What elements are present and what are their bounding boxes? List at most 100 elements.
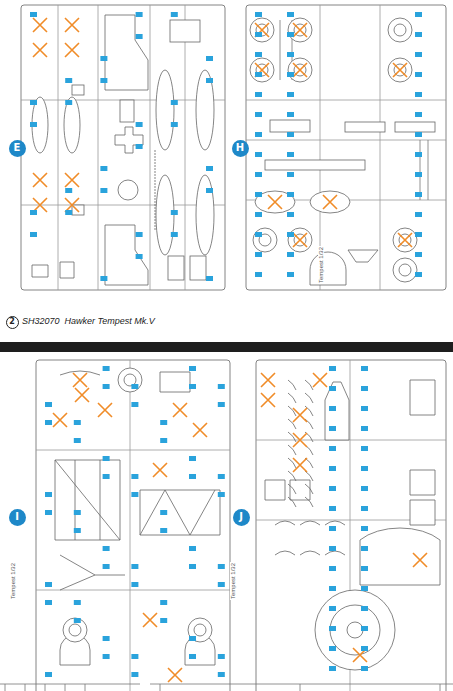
callout-tag (206, 166, 213, 171)
callout-tag (415, 212, 422, 217)
panel-part (120, 100, 134, 122)
callout-tag (329, 466, 336, 471)
callout-tag (329, 626, 336, 631)
callout-tag (136, 232, 143, 237)
panel-part (270, 120, 310, 132)
cowl-part (310, 191, 350, 213)
callout-tag (45, 672, 52, 677)
callout-tag (131, 654, 138, 659)
callout-tag (65, 210, 72, 215)
panel-part (72, 85, 84, 95)
callout-tag (206, 276, 213, 281)
callout-tag (131, 672, 138, 677)
callout-tag (160, 420, 167, 425)
frame-part (55, 460, 120, 540)
omit-mark (293, 233, 307, 247)
rib-part (305, 406, 313, 416)
callout-tag (361, 566, 368, 571)
omit-mark (33, 43, 47, 57)
sprue-frame (21, 5, 225, 290)
callout-tag (30, 122, 37, 127)
callout-tag (255, 172, 262, 177)
callout-tag (171, 210, 178, 215)
callout-tag (287, 152, 294, 157)
bulkhead-part (360, 528, 440, 585)
callout-tag (415, 192, 422, 197)
callout-tag (415, 132, 422, 137)
callout-tag (361, 366, 368, 371)
callout-tag (131, 474, 138, 479)
callout-tag (103, 564, 110, 569)
callout-tag (189, 564, 196, 569)
callout-tag (255, 232, 262, 237)
callout-tag (189, 384, 196, 389)
callout-tag (131, 564, 138, 569)
sprue-frame (246, 5, 446, 290)
callout-tag (329, 426, 336, 431)
sprue-frame (256, 360, 446, 691)
rib-part (305, 393, 313, 403)
sprue-letter-badge: 2 (6, 316, 19, 329)
callout-tag (287, 232, 294, 237)
sprue-letter: H (236, 143, 244, 153)
callout-tag (189, 636, 196, 641)
sprue-letter: J (239, 512, 243, 522)
omit-mark (65, 43, 79, 57)
callout-tag (218, 492, 225, 497)
callout-tag (30, 100, 37, 105)
callout-tag (131, 492, 138, 497)
callout-tag (329, 506, 336, 511)
sprue-frame (36, 360, 230, 691)
omit-mark (143, 613, 157, 627)
callout-tag (287, 172, 294, 177)
engine-face (330, 605, 380, 655)
callout-tag (74, 528, 81, 533)
wheel-part (288, 18, 312, 42)
callout-tag (255, 252, 262, 257)
omit-mark (261, 373, 275, 387)
omit-mark (65, 198, 79, 212)
omit-mark (53, 413, 67, 427)
sprue-letter-badge: E (9, 140, 26, 157)
callout-tag (189, 654, 196, 659)
callout-tag (329, 546, 336, 551)
callout-tag (189, 456, 196, 461)
callout-tag (160, 528, 167, 533)
sprue-letter-badge: J (233, 509, 250, 526)
rib-part (288, 471, 296, 481)
omit-mark (65, 173, 79, 187)
runner (36, 360, 230, 691)
callout-tag (136, 254, 143, 259)
rib-part (288, 380, 296, 390)
callout-tag (136, 144, 143, 149)
callout-tag (255, 192, 262, 197)
callout-tag (103, 456, 110, 461)
callout-tag (329, 586, 336, 591)
omit-mark (255, 23, 269, 37)
callout-tag (255, 92, 262, 97)
omit-mark (261, 393, 275, 407)
callout-tag (329, 486, 336, 491)
callout-tag (45, 402, 52, 407)
callout-tag (171, 122, 178, 127)
omit-mark (413, 553, 427, 567)
callout-tag (189, 474, 196, 479)
omit-mark (255, 63, 269, 77)
sprue-letter: I (15, 512, 19, 522)
callout-tag (160, 510, 167, 515)
callout-tag (103, 546, 110, 551)
callout-tag (45, 582, 52, 587)
callout-tag (30, 210, 37, 215)
omit-mark (293, 63, 307, 77)
panel-part (170, 20, 200, 42)
callout-tag (218, 384, 225, 389)
callout-tag (100, 78, 107, 83)
callout-tag (160, 600, 167, 605)
panel-part (190, 256, 206, 280)
callout-tag (361, 546, 368, 551)
callout-tag (218, 402, 225, 407)
wheel-part (388, 58, 412, 82)
callout-tag (30, 232, 37, 237)
